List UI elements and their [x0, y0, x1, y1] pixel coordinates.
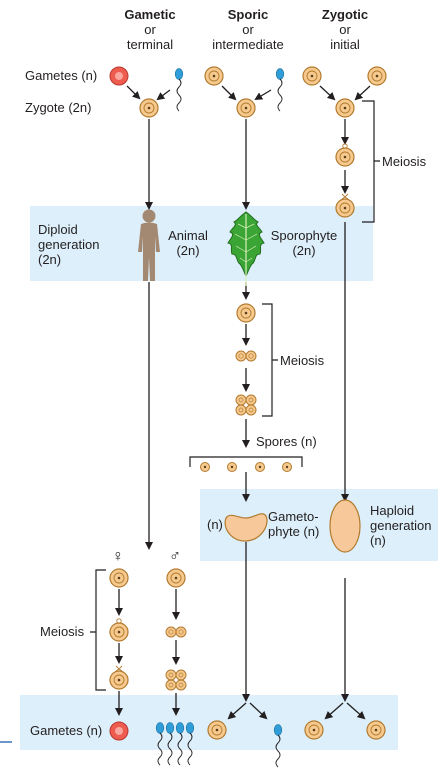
gametes-band — [20, 695, 398, 750]
gametophyte-label-line1: Gameto- — [268, 509, 319, 524]
sporic-meiosis-tetrad — [235, 394, 257, 416]
egg-cell-bottom — [109, 721, 129, 741]
diploid-label-line1: Diploid — [38, 222, 78, 237]
fertilization-arrows — [126, 85, 371, 101]
sperm-bottom-3 — [175, 722, 185, 766]
gamete-cell-bottom-zygotic-left — [304, 720, 324, 740]
gametophyte-label: Gameto- phyte (n) — [268, 509, 319, 539]
sperm-bottom-2 — [165, 722, 175, 766]
sperm-bottom-sporic — [273, 724, 283, 768]
sperm-bottom-4 — [185, 722, 195, 766]
gametes-top-label: Gametes (n) — [25, 68, 98, 83]
zygote-label: Zygote (2n) — [25, 100, 92, 115]
sporophyte-label-line2: (2n) — [292, 243, 316, 258]
animal-label-line2: (2n) — [176, 243, 200, 258]
female-symbol: ♀ — [112, 548, 124, 565]
animal-figure — [138, 209, 160, 281]
column-or-sporic: or — [242, 22, 254, 37]
gametophyte-label-line2: phyte (n) — [268, 524, 320, 539]
animal-label: Animal (2n) — [163, 228, 213, 258]
male-meiosis-pair — [165, 626, 187, 638]
column-or-zygotic: or — [339, 22, 351, 37]
zygotic-meiosis-cell-2 — [335, 193, 355, 218]
diploid-band — [30, 206, 373, 281]
spore-2 — [227, 462, 237, 472]
egg-cell-top — [109, 66, 129, 86]
female-meiosis-cell-2 — [109, 618, 129, 642]
female-meiosis-cell-3 — [109, 665, 129, 690]
column-header-gametic: Gametic or terminal — [112, 7, 188, 52]
gamete-cell-bottom-zygotic-right — [366, 720, 386, 740]
spore-1 — [200, 462, 210, 472]
zygotic-meiosis-cell-1 — [335, 143, 355, 167]
gametic-meiosis-bracket — [90, 569, 106, 691]
diploid-generation-label: Diploid generation (2n) — [38, 222, 99, 267]
gamete-cell-zygotic-left — [302, 66, 322, 86]
column-title-zygotic: Zygotic — [321, 7, 369, 22]
spores-bracket — [189, 456, 303, 467]
sporic-meiosis-cell — [236, 303, 256, 323]
female-meiosis-cell-1 — [109, 568, 129, 588]
spores-label: Spores (n) — [256, 434, 317, 449]
gamete-cell-sporic-left — [204, 66, 224, 86]
zygote-gametic — [139, 98, 159, 118]
zygotic-gametophyte — [329, 499, 361, 553]
zygotic-meiosis-bracket — [362, 100, 380, 223]
haploid-label-line3: (n) — [370, 533, 386, 548]
diploid-label-line2: generation — [38, 237, 100, 252]
haploid-label-line1: Haploid — [370, 503, 415, 518]
column-or-gametic: or — [144, 22, 156, 37]
column-subtitle-gametic: terminal — [126, 37, 174, 52]
column-title-gametic: Gametic — [124, 7, 176, 22]
gametes-bottom-label: Gametes (n) — [30, 723, 103, 738]
column-subtitle-zygotic: initial — [330, 37, 360, 52]
male-meiosis-tetrad — [165, 669, 187, 691]
gametic-meiosis-arrows — [115, 589, 180, 716]
sperm-top-sporic — [275, 68, 285, 112]
column-header-zygotic: Zygotic or initial — [310, 7, 380, 52]
sperm-bottom-1 — [155, 722, 165, 766]
sporophyte-label-line1: Sporophyte — [270, 228, 338, 243]
sporic-gametophyte — [224, 513, 268, 542]
bottom-split-arrows — [227, 702, 366, 720]
gamete-cell-bottom-sporic — [207, 720, 227, 740]
sperm-top-gametic — [174, 68, 184, 112]
zygotic-meiosis-label: Meiosis — [382, 154, 427, 169]
sporic-meiosis-bracket — [262, 303, 278, 417]
haploid-generation-label: Haploid generation (n) — [370, 503, 431, 548]
sporic-meiosis-pair — [235, 350, 257, 362]
haploid-label-line2: generation — [370, 518, 432, 533]
spore-3 — [255, 462, 265, 472]
gametic-meiosis-label: Meiosis — [40, 624, 85, 639]
sporophyte-label: Sporophyte (2n) — [266, 228, 342, 258]
animal-label-line1: Animal — [168, 228, 208, 243]
sporophyte-leaf — [227, 211, 265, 286]
column-subtitle-sporic: intermediate — [212, 37, 284, 52]
zygote-zygotic — [335, 98, 355, 118]
male-symbol: ♂ — [169, 548, 181, 565]
column-header-sporic: Sporic or intermediate — [200, 7, 296, 52]
sporic-meiosis-label: Meiosis — [280, 353, 325, 368]
spore-4 — [282, 462, 292, 472]
gamete-cell-zygotic-right — [367, 66, 387, 86]
zygote-sporic — [236, 98, 256, 118]
male-meiosis-cell — [166, 568, 186, 588]
gametophyte-ploidy-prefix: (n) — [207, 517, 223, 532]
diploid-label-line3: (2n) — [38, 252, 62, 267]
column-title-sporic: Sporic — [227, 7, 269, 22]
